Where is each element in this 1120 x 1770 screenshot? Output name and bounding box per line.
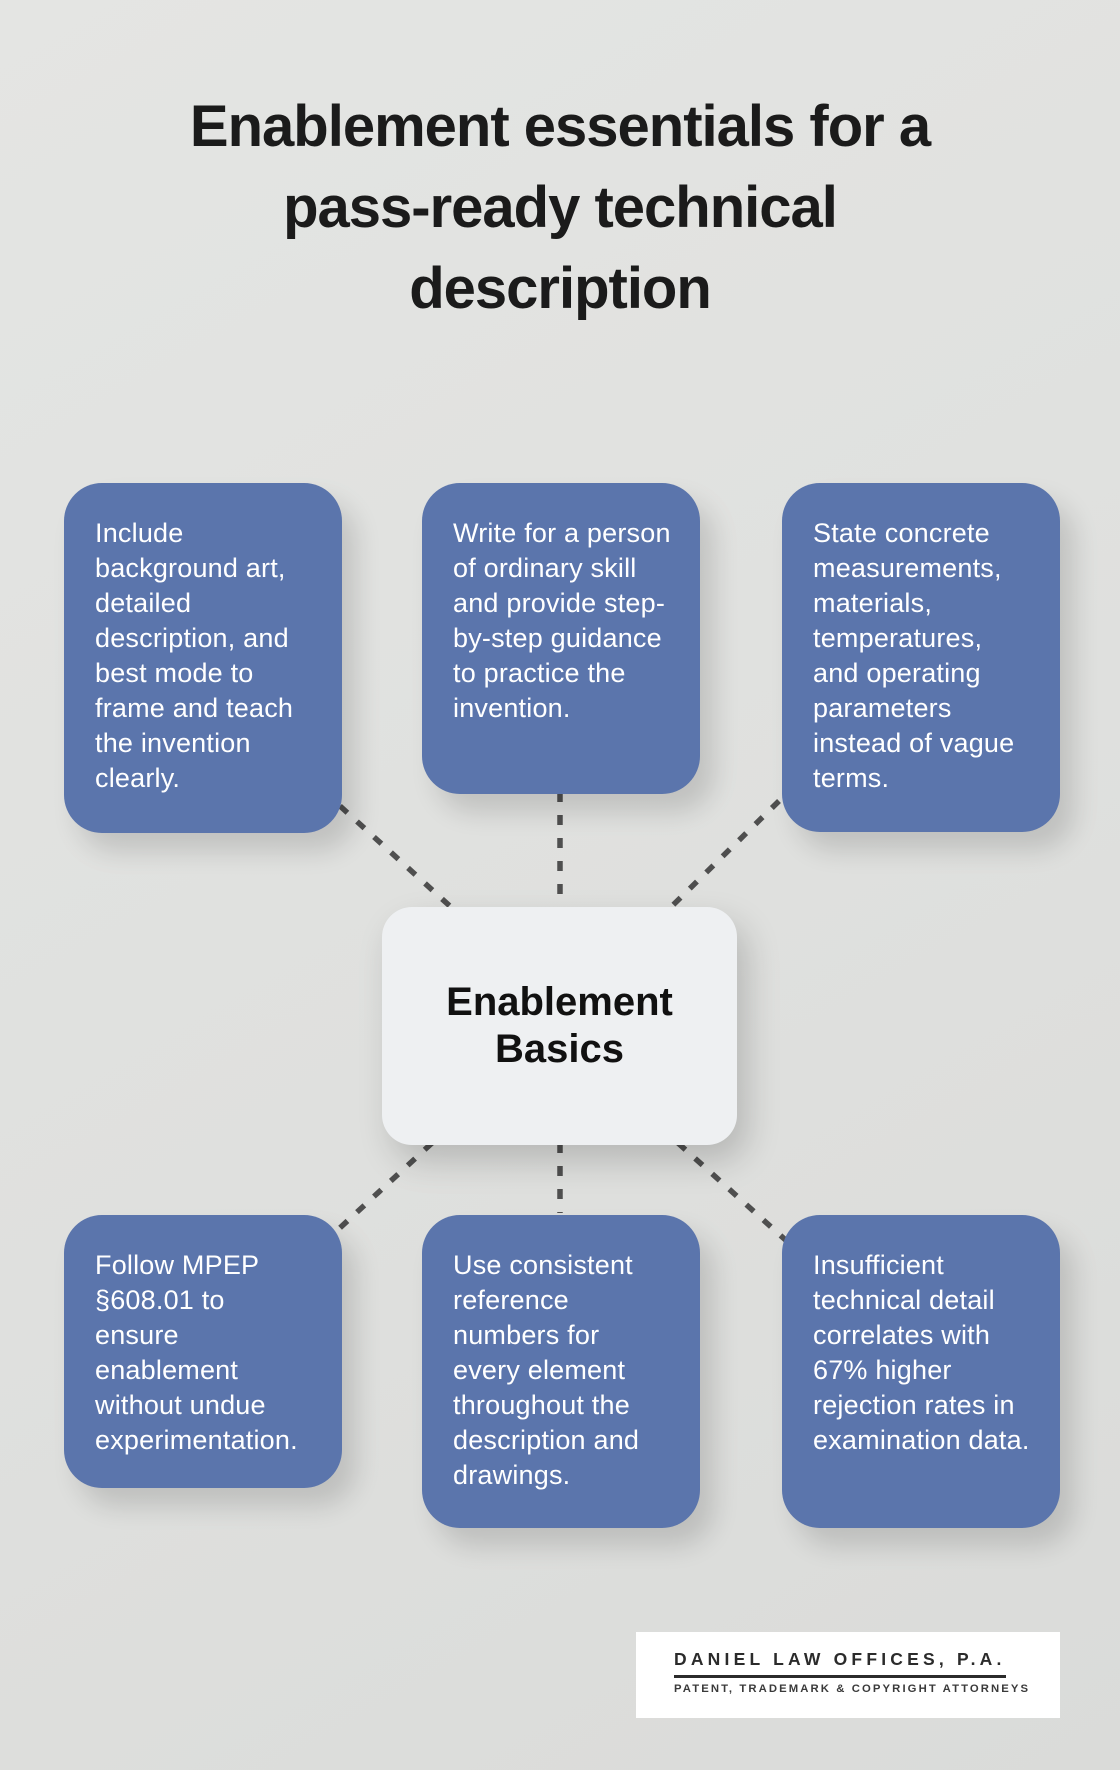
- topic-box-rejection-rates: Insufficient technical detail correlates…: [782, 1215, 1060, 1528]
- central-node-label: Enablement Basics: [446, 980, 673, 1071]
- firm-logo-name: DANIEL LAW OFFICES, P.A.: [674, 1649, 1006, 1678]
- topic-box-background-art: Include background art, detailed descrip…: [64, 483, 342, 833]
- topic-box-mpep-608: Follow MPEP §608.01 to ensure enablement…: [64, 1215, 342, 1488]
- connector-bottom-right: [676, 1140, 792, 1247]
- firm-logo: DANIEL LAW OFFICES, P.A. PATENT, TRADEMA…: [636, 1632, 1060, 1718]
- topic-box-reference-numbers: Use consistent reference numbers for eve…: [422, 1215, 700, 1528]
- connector-top-left: [338, 803, 454, 911]
- firm-logo-tagline: PATENT, TRADEMARK & COPYRIGHT ATTORNEYS: [674, 1683, 1031, 1695]
- topic-box-concrete-measurements: State concrete measurements, materials, …: [782, 483, 1060, 832]
- central-node: Enablement Basics: [382, 907, 737, 1145]
- connector-top-right: [668, 799, 781, 910]
- page-title-line-2: pass-ready technical: [283, 175, 838, 240]
- topic-box-ordinary-skill: Write for a person of ordinary skill and…: [422, 483, 700, 794]
- page-title: Enablement essentials for a pass-ready t…: [0, 86, 1120, 329]
- connector-bottom-left: [328, 1140, 434, 1240]
- page-title-line-1: Enablement essentials for a: [189, 94, 931, 159]
- page-title-line-3: description: [409, 256, 712, 321]
